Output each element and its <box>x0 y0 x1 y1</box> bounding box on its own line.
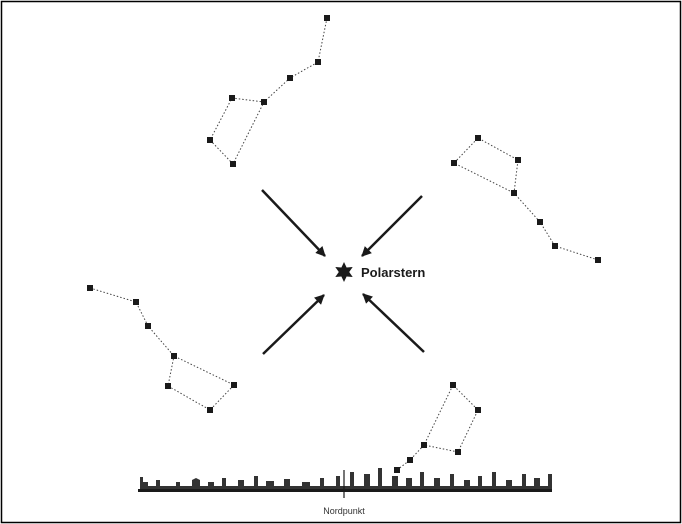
star-marker <box>145 323 151 329</box>
star-marker <box>133 299 139 305</box>
constellation-stars <box>394 382 481 473</box>
big-dipper-bottom <box>394 382 481 473</box>
north-point-label: Nordpunkt <box>323 506 365 516</box>
big-dipper-left <box>87 285 237 413</box>
arrow-from-top <box>262 190 325 256</box>
star-marker <box>475 407 481 413</box>
star-marker <box>515 157 521 163</box>
star-marker <box>207 407 213 413</box>
star-marker <box>230 161 236 167</box>
arrow-from-right <box>362 196 422 256</box>
star-marker <box>455 449 461 455</box>
big-dipper-top <box>207 15 330 167</box>
constellation-lines <box>454 138 598 260</box>
horizon-baseline <box>138 489 552 492</box>
star-marker <box>421 442 427 448</box>
arrow-from-bottom <box>363 294 424 352</box>
star-marker <box>537 219 543 225</box>
star-marker <box>165 383 171 389</box>
star-marker <box>229 95 235 101</box>
star-marker <box>450 382 456 388</box>
polaris-label: Polarstern <box>361 265 425 280</box>
constellation-stars <box>87 285 237 413</box>
star-marker <box>261 99 267 105</box>
star-marker <box>511 190 517 196</box>
horizon-skyline <box>138 468 552 498</box>
big-dipper-right <box>451 135 601 263</box>
star-marker <box>475 135 481 141</box>
star-marker <box>315 59 321 65</box>
star-marker <box>171 353 177 359</box>
star-marker <box>552 243 558 249</box>
constellation-stars <box>207 15 330 167</box>
star-marker <box>231 382 237 388</box>
arrow-from-left <box>263 295 324 354</box>
star-marker <box>287 75 293 81</box>
star-marker <box>407 457 413 463</box>
polaris-star-icon <box>335 262 352 282</box>
star-marker <box>207 137 213 143</box>
constellation-lines <box>210 18 327 164</box>
star-marker <box>394 467 400 473</box>
constellation-lines <box>90 288 234 410</box>
constellation-stars <box>451 135 601 263</box>
star-marker <box>595 257 601 263</box>
star-marker <box>87 285 93 291</box>
star-marker <box>324 15 330 21</box>
star-marker <box>451 160 457 166</box>
